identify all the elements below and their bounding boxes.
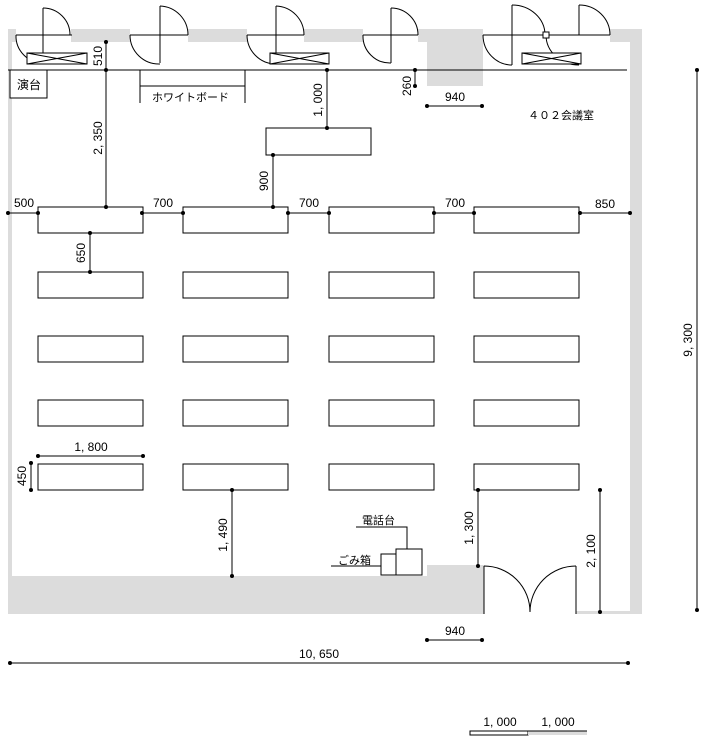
dim-900: 900 (257, 171, 271, 191)
dim-260: 260 (400, 76, 414, 96)
dim-940-top: 940 (445, 90, 465, 104)
dimension-lines (6, 40, 699, 665)
dim-1490: 1, 490 (216, 518, 230, 552)
desk (473, 206, 580, 234)
scale-bar (469, 730, 587, 736)
dim-510: 510 (91, 46, 105, 66)
walls (8, 29, 642, 614)
podium-label: 演台 (17, 77, 41, 92)
trash-bin (380, 553, 397, 576)
desk (328, 335, 435, 363)
dim-500: 500 (14, 196, 34, 210)
door-latch (542, 31, 550, 39)
podium (9, 69, 48, 99)
trash-bin-label: ごみ箱 (338, 553, 371, 567)
dim-850: 850 (595, 197, 615, 211)
dim-9300: 9, 300 (681, 323, 695, 357)
desk (37, 206, 144, 234)
desk (182, 335, 289, 363)
dim-1800: 1, 800 (74, 440, 108, 454)
lecturer-table (265, 127, 372, 156)
desk (37, 399, 144, 427)
dim-2100: 2, 100 (584, 534, 598, 568)
pillar (427, 29, 483, 86)
whiteboard (139, 70, 246, 103)
dim-940-bottom: 940 (445, 624, 465, 638)
door-4 (362, 7, 419, 64)
dim-10650: 10, 650 (299, 647, 339, 661)
desk (473, 399, 580, 427)
dim-700-b: 700 (299, 196, 319, 210)
desk (37, 335, 144, 363)
door-bottom-double (483, 565, 577, 614)
dim-650: 650 (74, 243, 88, 263)
phone-stand-label: 電話台 (362, 513, 395, 527)
dim-1000: 1, 000 (311, 83, 325, 117)
desk (473, 335, 580, 363)
scale-label-right: 1, 000 (541, 715, 575, 729)
ceiling-units (26, 52, 582, 65)
desk (37, 271, 144, 299)
door-2 (129, 5, 189, 65)
desk (328, 399, 435, 427)
dim-700-c: 700 (445, 196, 465, 210)
desk (328, 463, 435, 491)
double-door-top (482, 4, 611, 66)
whiteboard-label: ホワイトボード (152, 91, 229, 104)
desk (182, 399, 289, 427)
desk (473, 271, 580, 299)
phone-stand (395, 548, 423, 576)
desk (37, 463, 144, 491)
scale-label-left: 1, 000 (483, 715, 517, 729)
desk (328, 206, 435, 234)
desk (328, 271, 435, 299)
desk (182, 271, 289, 299)
dim-1300: 1, 300 (462, 511, 476, 545)
desk (473, 463, 580, 491)
dim-700-a: 700 (153, 196, 173, 210)
desk-grid (37, 206, 580, 491)
desk (182, 463, 289, 491)
dim-2350: 2, 350 (91, 121, 105, 155)
room-name: ４０２会議室 (528, 108, 594, 122)
desk (182, 206, 289, 234)
dim-450: 450 (15, 466, 29, 486)
